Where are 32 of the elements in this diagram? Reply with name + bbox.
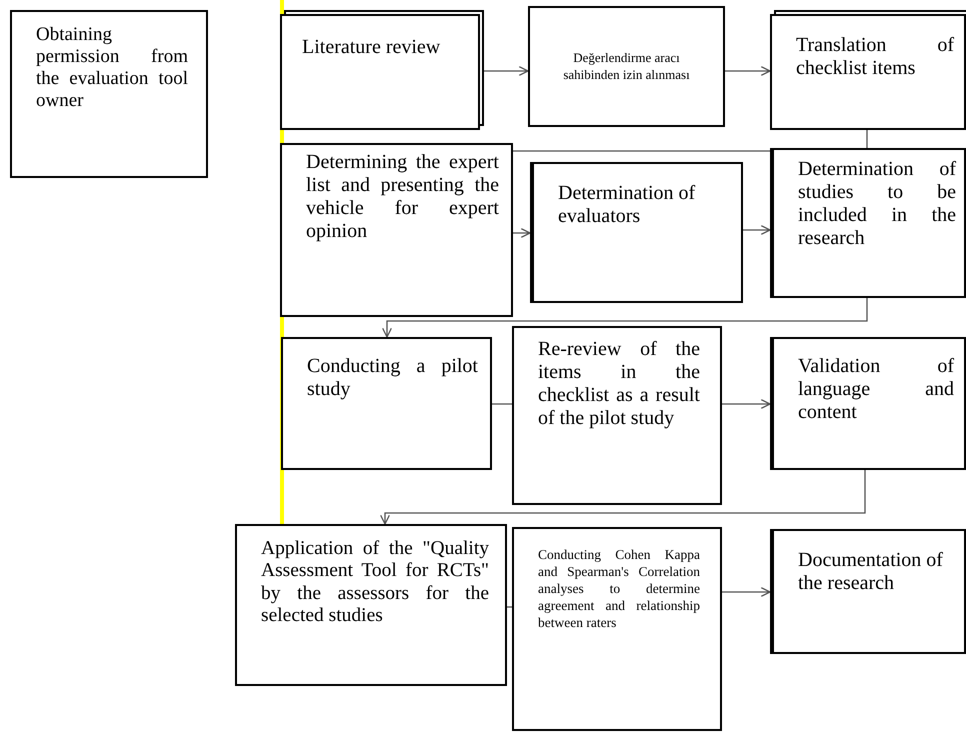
- box-text: Application of the "Quality Assessment Tool for RCTs" by the assessors for the selected studies: [261, 538, 489, 628]
- process-box: [530, 162, 743, 303]
- box-text: Re-review of the items in the checklist as a result of the pilot study: [538, 338, 700, 430]
- arrow: [380, 470, 866, 525]
- process-box: [281, 337, 492, 470]
- arrow: [513, 228, 531, 238]
- box-text: Determination of studies to be included in the research: [798, 158, 956, 250]
- box-text: Determining the expert list and presenting the vehicle for expert opinion: [306, 151, 499, 243]
- arrow: [743, 224, 771, 236]
- box-text: Documentation of the research: [798, 549, 944, 595]
- arrow: [722, 586, 771, 598]
- process-box: [770, 337, 966, 470]
- connector-line: [492, 403, 512, 405]
- process-box: [528, 6, 725, 127]
- box-text: Literature review: [302, 36, 442, 59]
- arrow: [722, 398, 771, 410]
- box-text: Translation of checklist items: [796, 34, 954, 80]
- box-text: Conducting a pilot study: [307, 355, 478, 401]
- process-box: [770, 148, 966, 298]
- box-text: Validation of language and content: [798, 355, 954, 424]
- process-box: [10, 10, 208, 178]
- box-text: Determination of evaluators: [558, 182, 696, 228]
- box-text: Obtaining permission from the evaluation tool owner: [36, 24, 188, 112]
- process-box: [512, 326, 722, 505]
- process-box: [235, 524, 507, 686]
- arrow: [725, 66, 771, 76]
- process-box: [280, 143, 513, 317]
- box-text: Conducting Cohen Kappa and Spearman's Correlation analyses to determine agreement and relationship between raters: [538, 547, 700, 632]
- process-box: [512, 527, 722, 731]
- arrow: [382, 298, 868, 338]
- box-text: Değerlendirme aracı sahibinden izin alınması: [562, 50, 691, 83]
- process-box: [770, 529, 966, 654]
